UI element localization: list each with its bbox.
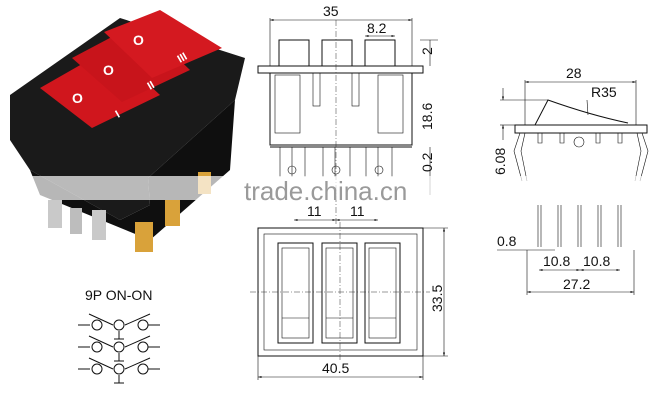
svg-text:O: O [103,62,114,78]
schematic-pole-3 [78,357,160,384]
dim-depth-6-08: 6.08 [492,148,508,175]
dim-gap-0-2: 0.2 [419,152,435,172]
svg-text:I: I [114,109,123,121]
dim-pitch-left-10-8: 10.8 [543,253,570,269]
svg-text:O: O [133,32,144,48]
schematic-pole-2 [78,335,160,362]
dim-pitch-right-10-8: 10.8 [583,253,610,269]
dim-pitch-8-2: 8.2 [367,20,387,36]
circuit-schematic: 9P ON-ON [78,287,160,384]
dim-spacing-right: 11 [350,203,365,219]
watermark: trade.china.cn [0,176,666,206]
dim-pin-0-8: 0.8 [497,233,517,249]
dim-width-35: 35 [323,3,339,19]
side-view: 28 R35 6.08 0.8 10.8 10.8 27.2 [492,65,649,295]
dim-spacing-left: 11 [307,203,322,219]
svg-text:II: II [146,79,157,92]
dim-height-33-5: 33.5 [429,285,445,312]
dim-height-18-6: 18.6 [419,103,435,130]
schematic-title: 9P ON-ON [85,287,152,303]
dim-span-27-2: 27.2 [563,276,590,292]
dim-width-40-5: 40.5 [322,360,349,376]
rocker-3: O III [104,10,222,78]
front-view: 35 8.2 2 18.6 0.2 11 11 [257,3,438,225]
dim-radius-r35: R35 [591,84,617,100]
bottom-view: 40.5 33.5 [250,222,448,380]
schematic-pole-1 [78,313,160,340]
dim-width-28: 28 [566,65,582,81]
switch-photo: O I O II O III [10,10,245,252]
svg-text:trade.china.cn: trade.china.cn [244,176,407,206]
svg-text:O: O [72,90,83,106]
dim-top-2: 2 [419,47,435,55]
